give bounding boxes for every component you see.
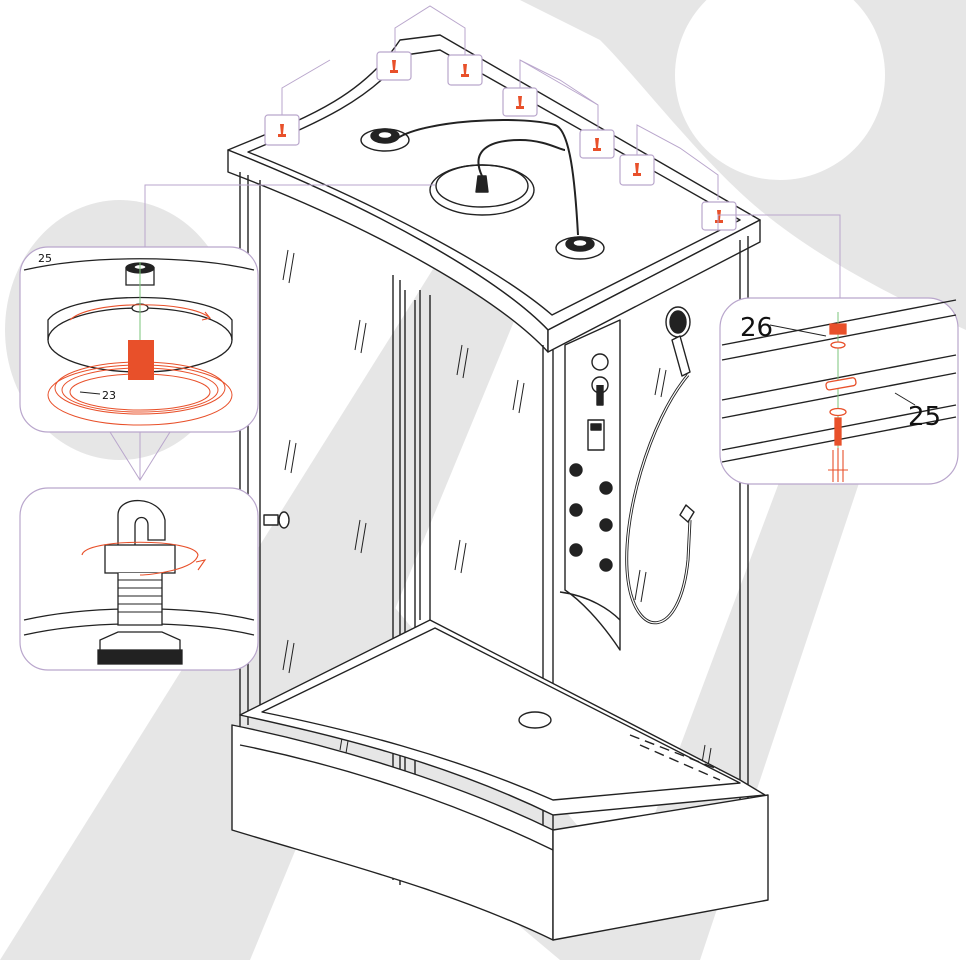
- shower-hose: [625, 374, 692, 625]
- detail-ceiling-curve: [23, 258, 255, 271]
- rotate-arrow-icon: [81, 541, 207, 576]
- control-knobs: [587, 353, 609, 451]
- detail-hose-nut: [19, 487, 259, 671]
- shower-hose-inner: [626, 374, 691, 624]
- roof-hose-1: [394, 119, 579, 236]
- detail-red-connector: [128, 340, 154, 380]
- door-handle: [263, 511, 290, 529]
- roof-hose-2: [477, 139, 566, 177]
- detail-red-gasket: [47, 361, 233, 426]
- watermark-circle: [675, 0, 885, 180]
- tray-front-lip: [239, 744, 554, 851]
- callout-25-right: 25: [908, 402, 941, 432]
- detail-rail-screw: 26 25: [719, 297, 959, 485]
- tray-top: [239, 619, 766, 816]
- roof-vent-left: [360, 128, 410, 152]
- screw-red-icon: [278, 60, 723, 223]
- detail-leaders: [109, 184, 841, 481]
- tray-side: [552, 794, 769, 941]
- callout-23: 23: [102, 389, 116, 402]
- screw-leader-lines: [281, 5, 719, 200]
- roof-screw-markers: [264, 5, 737, 231]
- ceiling-side-edge: [547, 219, 761, 353]
- body-jets: [569, 463, 613, 572]
- tray-dashes: [629, 734, 721, 781]
- detail-rain-shower-mount: 25 23: [19, 246, 259, 433]
- roof-rain-shower: [429, 164, 535, 216]
- hand-shower: [665, 306, 691, 377]
- callout-26: 26: [740, 313, 773, 343]
- hose-holder: [679, 504, 695, 523]
- tray-inner: [261, 627, 741, 801]
- shower-cabin: [227, 34, 769, 941]
- post-middle-back: [419, 290, 431, 620]
- post-front-right: [542, 345, 554, 925]
- control-panel-lip: [559, 591, 621, 621]
- callout-25-left: 25: [38, 252, 52, 265]
- tray-drain: [518, 711, 552, 729]
- detail-red-parts: [825, 323, 857, 446]
- screwdriver-icon: [828, 448, 848, 482]
- ceiling-inner-rim: [247, 49, 741, 316]
- roof-vent-right: [555, 236, 605, 260]
